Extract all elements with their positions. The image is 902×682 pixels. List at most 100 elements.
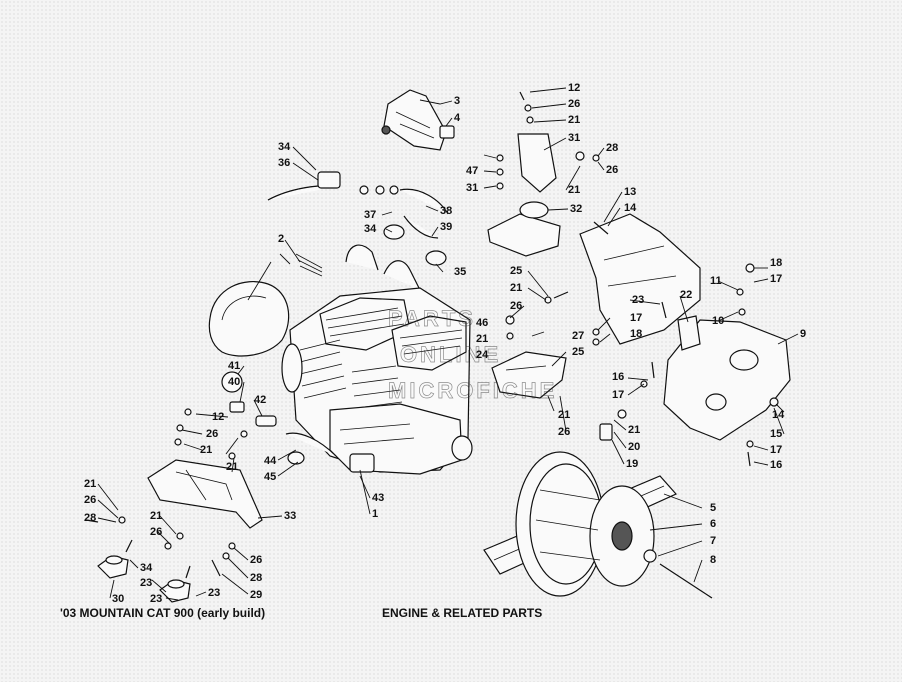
callout-label: 40 bbox=[228, 376, 240, 388]
upper-right-mount-part bbox=[487, 133, 561, 257]
callout-label: 29 bbox=[250, 589, 262, 601]
callout-label: 12 bbox=[212, 411, 224, 423]
callout-label: 38 bbox=[440, 205, 452, 217]
callout-label: 21 bbox=[510, 282, 522, 294]
left-mount-plate-part bbox=[147, 459, 263, 529]
callout-label: 43 bbox=[372, 492, 384, 504]
callout-label: 21 bbox=[200, 444, 212, 456]
callout-label: 5 bbox=[710, 502, 716, 514]
callout-label: 19 bbox=[626, 458, 638, 470]
watermark: PARTS ONLINE MICROFICHE bbox=[388, 306, 557, 404]
callout-label: 33 bbox=[284, 510, 296, 522]
callout-label: 6 bbox=[710, 518, 716, 530]
callout-label: 26 bbox=[84, 494, 96, 506]
callout-label: 32 bbox=[570, 203, 582, 215]
callout-label: 31 bbox=[466, 182, 478, 194]
callout-label: 42 bbox=[254, 394, 266, 406]
upper-bracket-part bbox=[381, 89, 455, 151]
callout-label: 23 bbox=[632, 294, 644, 306]
callout-label: 17 bbox=[770, 273, 782, 285]
callout-label: 16 bbox=[770, 459, 782, 471]
chaincase-part bbox=[579, 213, 791, 441]
callout-label: 47 bbox=[466, 165, 478, 177]
callout-label: 15 bbox=[770, 428, 782, 440]
callout-label: 34 bbox=[140, 562, 153, 574]
callout-label: 26 bbox=[250, 554, 262, 566]
callout-label: 28 bbox=[250, 572, 262, 584]
callout-label: 44 bbox=[264, 455, 277, 467]
callout-label: 26 bbox=[206, 428, 218, 440]
callout-label: 8 bbox=[710, 554, 716, 566]
callout-label: 46 bbox=[476, 317, 488, 329]
callout-labels: 3 4 34 36 37 34 38 39 35 2 12 26 21 31 4… bbox=[84, 82, 806, 605]
callout-label: 41 bbox=[228, 360, 240, 372]
callout-label: 21 bbox=[628, 424, 640, 436]
svg-text:MICROFICHE: MICROFICHE bbox=[388, 378, 557, 403]
callout-label: 20 bbox=[628, 441, 640, 453]
fasteners-part bbox=[85, 91, 779, 577]
callout-label: 22 bbox=[680, 289, 692, 301]
callout-label: 21 bbox=[568, 114, 580, 126]
callout-label: 37 bbox=[364, 209, 376, 221]
spark-plug-wires-part bbox=[295, 244, 421, 291]
center-mount-part bbox=[491, 351, 567, 399]
callout-label: 21 bbox=[558, 409, 570, 421]
engine-block-part bbox=[281, 287, 473, 475]
callout-label: 35 bbox=[454, 266, 466, 278]
callout-label: 14 bbox=[624, 202, 637, 214]
callout-label: 25 bbox=[572, 346, 584, 358]
callout-label: 21 bbox=[476, 333, 488, 345]
callout-label: 18 bbox=[630, 328, 642, 340]
callout-label: 21 bbox=[84, 478, 96, 490]
callout-label: 21 bbox=[226, 461, 238, 473]
small-parts-part bbox=[221, 371, 613, 465]
callout-label: 23 bbox=[150, 593, 162, 605]
callout-label: 28 bbox=[606, 142, 618, 154]
callout-label: 25 bbox=[510, 265, 522, 277]
callout-label: 27 bbox=[572, 330, 584, 342]
callout-label: 16 bbox=[612, 371, 624, 383]
svg-text:PARTS: PARTS bbox=[388, 306, 476, 331]
callout-label: 39 bbox=[440, 221, 452, 233]
callout-label: 26 bbox=[568, 98, 580, 110]
callout-label: 45 bbox=[264, 471, 276, 483]
callout-label: 12 bbox=[568, 82, 580, 94]
callout-label: 13 bbox=[624, 186, 636, 198]
intake-cover-part bbox=[208, 280, 290, 357]
callout-label: 26 bbox=[510, 300, 522, 312]
callout-label: 18 bbox=[770, 257, 782, 269]
callout-label: 11 bbox=[710, 275, 722, 287]
callout-label: 23 bbox=[140, 577, 152, 589]
callout-label: 36 bbox=[278, 157, 290, 169]
callout-label: 21 bbox=[150, 510, 162, 522]
left-rubber-mounts-part bbox=[97, 539, 191, 603]
callout-label: 31 bbox=[568, 132, 580, 144]
callout-label: 23 bbox=[208, 587, 220, 599]
callout-label: 14 bbox=[772, 409, 785, 421]
callout-label: 21 bbox=[568, 184, 580, 196]
callout-label: 26 bbox=[558, 426, 570, 438]
callout-label: 9 bbox=[800, 328, 806, 340]
callout-label: 26 bbox=[150, 526, 162, 538]
callout-label: 34 bbox=[364, 223, 377, 235]
callout-label: 17 bbox=[770, 444, 782, 456]
callout-label: 26 bbox=[606, 164, 618, 176]
callout-label: 30 bbox=[112, 593, 124, 605]
callout-label: 7 bbox=[710, 535, 716, 547]
section-caption: ENGINE & RELATED PARTS bbox=[382, 606, 543, 620]
drive-clutch-part bbox=[483, 451, 713, 599]
callout-label: 10 bbox=[712, 315, 724, 327]
callout-label: 17 bbox=[612, 389, 624, 401]
callout-label: 28 bbox=[84, 512, 96, 524]
hoses-part bbox=[267, 171, 449, 266]
callout-label: 24 bbox=[476, 349, 489, 361]
model-caption: '03 MOUNTAIN CAT 900 (early build) bbox=[60, 606, 266, 620]
callout-label: 17 bbox=[630, 312, 642, 324]
callout-label: 3 bbox=[454, 95, 460, 107]
callout-label: 4 bbox=[454, 112, 461, 124]
svg-text:ONLINE: ONLINE bbox=[400, 342, 501, 367]
callout-label: 2 bbox=[278, 233, 284, 245]
leader-lines bbox=[97, 87, 799, 601]
callout-label: 1 bbox=[372, 508, 378, 520]
